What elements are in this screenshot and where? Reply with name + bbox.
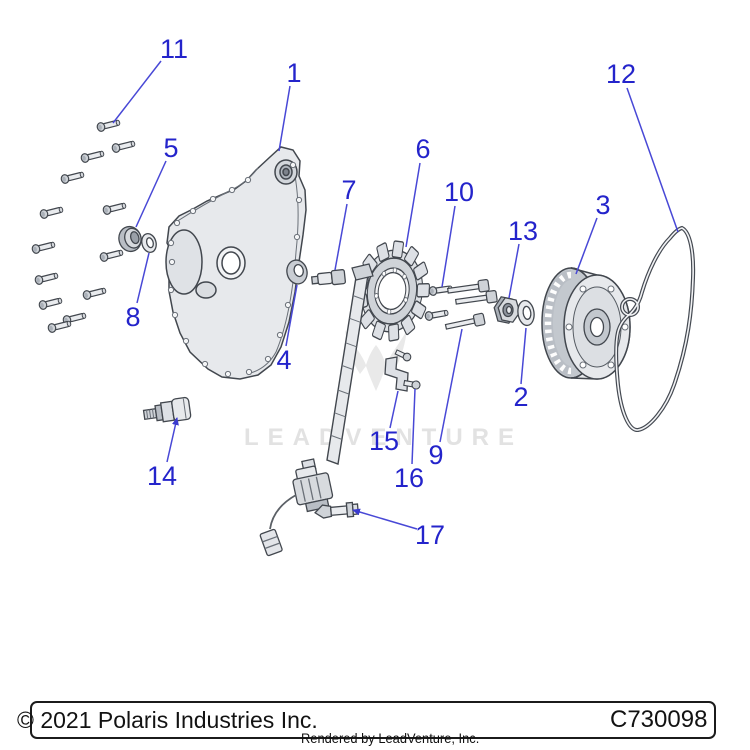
callout-leader-7: [334, 203, 348, 271]
part-2-washer[interactable]: [516, 299, 535, 327]
part-14-sensor[interactable]: [142, 396, 192, 425]
footer-border: [30, 701, 716, 739]
callout-13[interactable]: 13: [508, 216, 538, 246]
part-12-gasket[interactable]: [614, 225, 696, 432]
part-8-washer[interactable]: [140, 232, 159, 254]
part-13-nut[interactable]: [493, 296, 521, 324]
callout-14[interactable]: 14: [147, 461, 177, 491]
callout-3[interactable]: 3: [595, 190, 610, 220]
callout-2[interactable]: 2: [513, 382, 528, 412]
callout-6[interactable]: 6: [415, 134, 430, 164]
callout-leader-3: [575, 217, 598, 275]
callout-leader-1: [278, 85, 291, 152]
callout-leader-6: [405, 162, 421, 248]
watermark-text: LEADVENTURE: [244, 424, 523, 451]
callout-5[interactable]: 5: [163, 133, 178, 163]
part-11-screws[interactable]: [30, 117, 137, 334]
callout-leader-17: [352, 508, 418, 530]
part-4-seal-washer[interactable]: [284, 258, 309, 286]
callout-12[interactable]: 12: [606, 59, 636, 89]
rendered-by-text: Rendered by LeadVenture, Inc.: [301, 730, 480, 746]
callout-leader-8: [136, 252, 150, 304]
part-7-fitting-bolt[interactable]: [310, 269, 346, 286]
callout-leader-15: [389, 390, 399, 429]
callout-leader-14: [166, 417, 179, 463]
watermark: LEADVENTURE: [244, 330, 523, 451]
callout-17[interactable]: 17: [415, 520, 445, 550]
callout-leader-12: [626, 87, 679, 233]
callout-1[interactable]: 1: [286, 58, 301, 88]
callout-leader-10: [441, 205, 456, 288]
callout-9[interactable]: 9: [428, 440, 443, 470]
part-3-flywheel[interactable]: [541, 267, 631, 380]
stator-harness[interactable]: [259, 263, 374, 557]
callout-leader-11: [112, 60, 162, 124]
callout-8[interactable]: 8: [125, 302, 140, 332]
callout-11[interactable]: 11: [160, 34, 188, 64]
callout-leader-4: [285, 284, 298, 347]
part-1-stator-cover[interactable]: [165, 146, 307, 380]
copyright-text: © 2021 Polaris Industries Inc.: [17, 707, 318, 733]
callout-4[interactable]: 4: [276, 345, 291, 375]
callout-leader-5: [135, 160, 167, 228]
part-16-screws[interactable]: [394, 348, 421, 390]
callout-10[interactable]: 10: [444, 177, 474, 207]
callout-leader-16: [411, 388, 416, 465]
leadventure-flame-icon: [345, 330, 407, 391]
callout-16[interactable]: 16: [394, 463, 424, 493]
part-6-stator[interactable]: [259, 236, 436, 557]
part-9-bolts[interactable]: [444, 279, 498, 332]
callout-15[interactable]: 15: [369, 426, 399, 456]
callout-7[interactable]: 7: [341, 175, 356, 205]
callout-leader-2: [520, 327, 527, 385]
part-15-bracket[interactable]: [384, 356, 409, 392]
part-5-plug-seal[interactable]: [116, 224, 144, 254]
callout-leader-13: [508, 243, 520, 299]
diagram-code: C730098: [610, 706, 708, 733]
callout-leader-9: [439, 328, 463, 443]
